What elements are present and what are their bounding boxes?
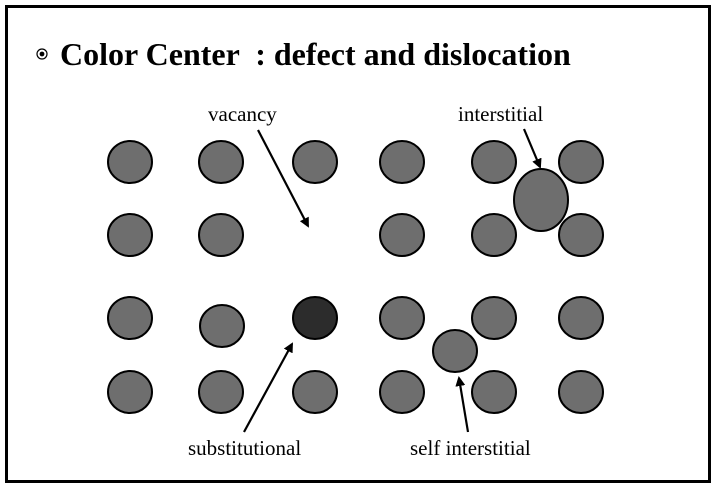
self-interstitial-arrow <box>455 376 470 433</box>
lattice-atom <box>379 370 425 414</box>
self-interstitial-atom <box>432 329 478 373</box>
lattice-atom <box>107 213 153 257</box>
lattice-atom <box>471 370 517 414</box>
lattice-atom <box>199 304 245 348</box>
lattice-atom <box>558 296 604 340</box>
lattice-atom <box>107 140 153 184</box>
lattice-atom <box>198 140 244 184</box>
interstitial-label: interstitial <box>458 102 544 126</box>
lattice-atom <box>558 213 604 257</box>
substitutional-atom <box>292 296 338 340</box>
bullet-circle-icon <box>36 48 48 60</box>
lattice-atom <box>558 140 604 184</box>
lattice-atom <box>471 213 517 257</box>
interstitial-arrow <box>522 128 542 169</box>
slide-title: Color Center : defect and dislocation <box>60 36 571 72</box>
lattice-atom <box>471 296 517 340</box>
lattice-atom <box>379 140 425 184</box>
lattice-atom <box>471 140 517 184</box>
slide-frame <box>5 5 711 483</box>
lattice-atom <box>379 296 425 340</box>
vacancy-label: vacancy <box>208 102 277 126</box>
lattice-atom <box>107 296 153 340</box>
substitutional-label: substitutional <box>188 436 302 460</box>
lattice-atom <box>558 370 604 414</box>
lattice-atom <box>107 370 153 414</box>
lattice-atom <box>379 213 425 257</box>
lattice-atom <box>198 213 244 257</box>
lattice-atom <box>292 370 338 414</box>
vacancy-arrow <box>257 129 309 228</box>
interstitial-atom <box>513 168 569 232</box>
lattice-atom <box>292 140 338 184</box>
substitutional-arrow <box>243 342 293 433</box>
self-interstitial-label: self interstitial <box>410 436 531 460</box>
lattice-atom <box>198 370 244 414</box>
